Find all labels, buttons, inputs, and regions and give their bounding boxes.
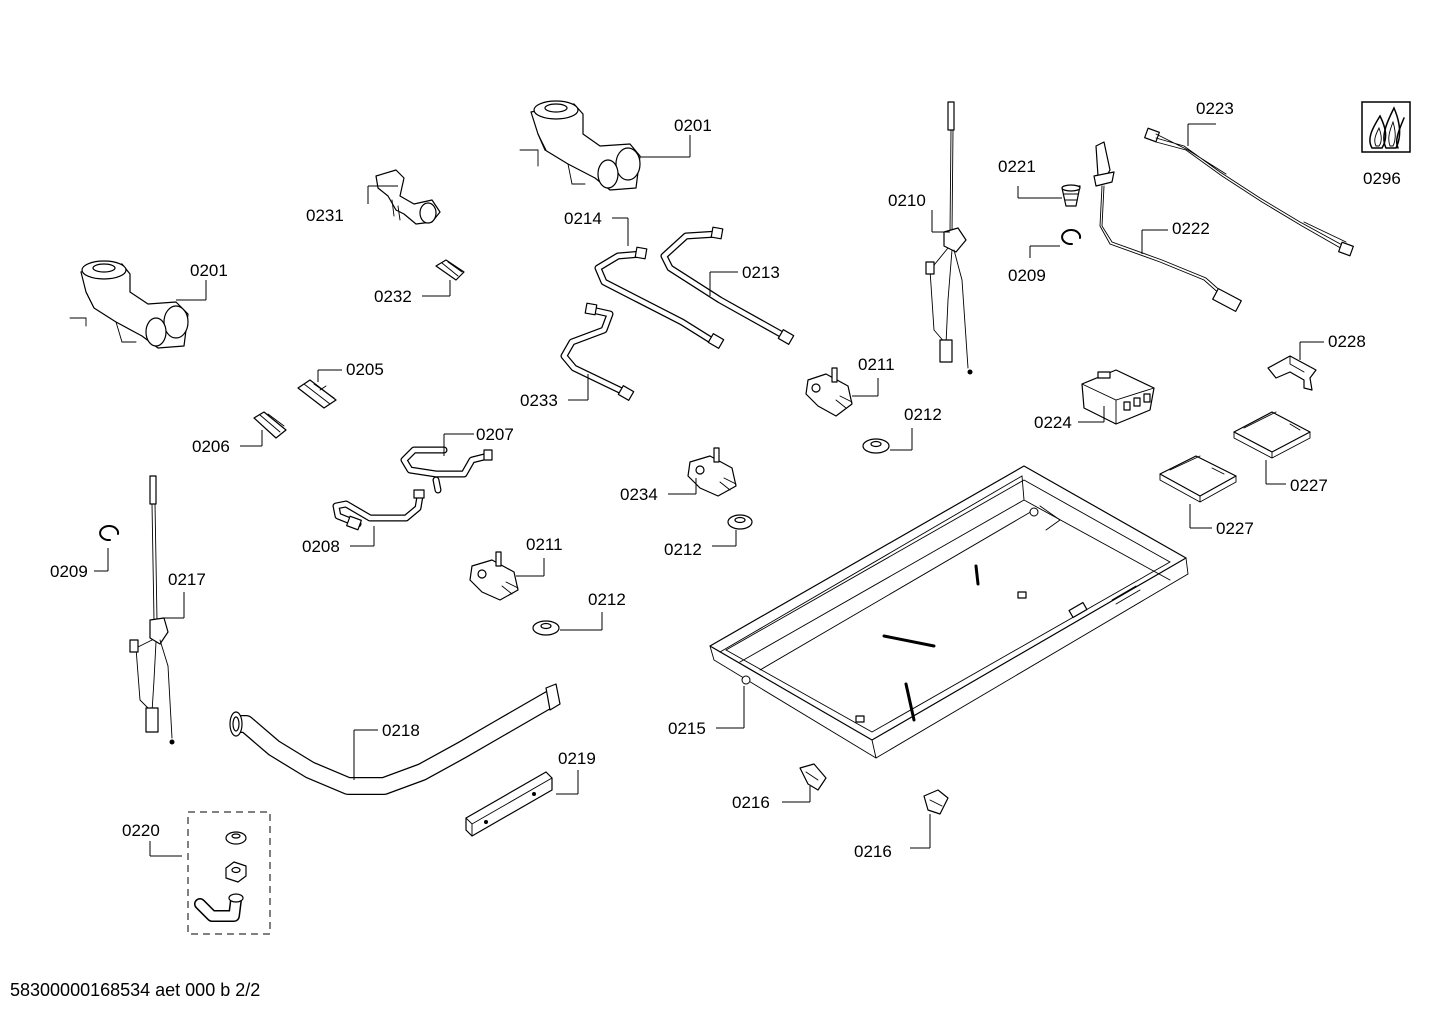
gas-tube-0207 (400, 446, 493, 494)
label-0234: 0234 (620, 485, 658, 504)
clip-0209-right (1061, 229, 1082, 246)
label-0206: 0206 (192, 437, 230, 456)
label-0214: 0214 (564, 209, 602, 228)
label-0216: 0216 (854, 842, 892, 861)
ignition-electrode-0217 (129, 475, 175, 745)
burner-0201-left (69, 260, 189, 349)
label-0210: 0210 (888, 191, 926, 210)
cover-plate-0227-lower (1159, 455, 1237, 503)
label-0227: 0227 (1216, 519, 1254, 538)
label-0221: 0221 (998, 157, 1036, 176)
label-0211: 0211 (858, 355, 895, 374)
seal-0212-c (532, 620, 560, 636)
label-0227: 0227 (1290, 476, 1328, 495)
connection-kit-0220 (187, 811, 271, 935)
ignition-module-0224 (1081, 369, 1155, 425)
gas-tube-0208 (332, 489, 425, 531)
fixing-clip-0216-b (923, 789, 949, 815)
label-0211: 0211 (526, 535, 563, 554)
label-0201: 0201 (674, 116, 712, 135)
gas-tube-0233 (560, 302, 635, 401)
pipe-bracket-0219 (465, 771, 553, 837)
label-0208: 0208 (302, 537, 340, 556)
nozzle-0232 (435, 259, 465, 281)
label-0296: 0296 (1363, 169, 1401, 188)
gas-tube-0213 (660, 226, 795, 345)
label-0209: 0209 (1008, 266, 1046, 285)
label-0220: 0220 (122, 821, 160, 840)
injector-0231 (375, 169, 441, 225)
label-0222: 0222 (1172, 219, 1210, 238)
cover-plate-0227-upper (1233, 411, 1311, 459)
label-0231: 0231 (306, 206, 344, 225)
thermocouple-0222 (1093, 141, 1242, 313)
clip-0209-left (99, 525, 120, 542)
ignition-electrode-0210 (925, 101, 973, 375)
wire-harness-0223 (1144, 127, 1354, 257)
label-0219: 0219 (558, 749, 596, 768)
label-0212: 0212 (904, 405, 942, 424)
label-0207: 0207 (476, 425, 514, 444)
gas-valve-0234 (687, 447, 737, 497)
label-0217: 0217 (168, 570, 206, 589)
label-0209: 0209 (50, 562, 88, 581)
fixing-clip-0216-a (799, 763, 827, 791)
label-0223: 0223 (1196, 99, 1234, 118)
label-0212: 0212 (588, 590, 626, 609)
gas-flame-symbol-0296 (1361, 101, 1411, 153)
gas-supply-pipe-0218 (229, 683, 561, 795)
label-0216: 0216 (732, 793, 770, 812)
label-0215: 0215 (668, 719, 706, 738)
nozzle-0206 (253, 411, 287, 439)
grommet-0221 (1061, 184, 1081, 207)
gas-valve-0211-lower (469, 551, 519, 601)
label-0213: 0213 (742, 263, 780, 282)
label-0212: 0212 (664, 540, 702, 559)
burner-0201-top (519, 100, 641, 191)
label-0218: 0218 (382, 721, 420, 740)
nozzle-0205 (297, 379, 337, 409)
gas-tube-0214 (594, 246, 725, 349)
drawing-reference-number: 58300000168534 aet 000 b 2/2 (10, 980, 261, 1000)
seal-0212-b (727, 514, 753, 530)
label-0233: 0233 (520, 391, 558, 410)
label-0224: 0224 (1034, 413, 1072, 432)
label-0201: 0201 (190, 261, 228, 280)
gas-valve-0211-upper (805, 367, 853, 417)
label-0228: 0228 (1328, 332, 1366, 351)
bracket-0228 (1267, 355, 1317, 391)
seal-0212-a (862, 438, 890, 454)
label-0232: 0232 (374, 287, 412, 306)
label-0205: 0205 (346, 360, 384, 379)
bottom-tray-0215 (709, 465, 1189, 759)
